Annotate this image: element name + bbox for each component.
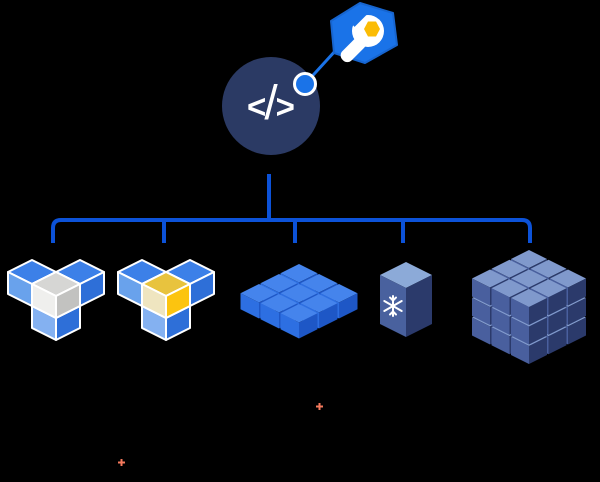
cube-face bbox=[568, 317, 586, 345]
code-bracket-close: > bbox=[275, 87, 295, 125]
box-side-face bbox=[406, 275, 432, 337]
cube-face bbox=[491, 327, 510, 355]
cube-face bbox=[491, 288, 510, 316]
cube-face bbox=[511, 298, 529, 325]
cube-center-gold bbox=[141, 271, 191, 319]
cube-face bbox=[548, 327, 567, 355]
sparkle-icon bbox=[316, 403, 323, 410]
tree-horizontal-line bbox=[51, 218, 532, 243]
cube-face bbox=[529, 317, 547, 345]
cube-face bbox=[472, 278, 490, 306]
cube-face bbox=[280, 313, 299, 339]
cube-face bbox=[472, 317, 490, 345]
cube-face bbox=[319, 303, 338, 329]
wrench-icon bbox=[340, 6, 384, 63]
wrench-badge-icon bbox=[330, 2, 398, 64]
three-cubes-gold-core-icon bbox=[117, 259, 215, 341]
cube-face bbox=[299, 313, 318, 339]
code-slash: / bbox=[264, 77, 278, 130]
snowflake-icon bbox=[383, 295, 403, 317]
nine-cube-grid-icon bbox=[240, 264, 358, 339]
code-bracket-open: < bbox=[247, 87, 267, 125]
snowflake-box-icon bbox=[380, 262, 432, 337]
cube-face bbox=[529, 337, 547, 364]
cube-face bbox=[260, 303, 279, 329]
cube-face bbox=[339, 293, 358, 319]
cube-face bbox=[529, 298, 547, 325]
connector-node-dot bbox=[293, 72, 317, 96]
cube-cluster-27-icon bbox=[472, 250, 586, 364]
cube-face bbox=[240, 293, 259, 319]
nut-icon bbox=[364, 21, 380, 37]
cube-face bbox=[511, 317, 529, 345]
cube-face bbox=[511, 337, 529, 364]
cube-face bbox=[568, 278, 586, 306]
cube-face bbox=[548, 307, 567, 335]
root-code-node: < / > bbox=[222, 57, 320, 155]
cube-face bbox=[491, 307, 510, 335]
cube-face bbox=[568, 298, 586, 325]
cube-face bbox=[472, 298, 490, 325]
sparkle-icon bbox=[118, 459, 125, 466]
cube-face bbox=[548, 288, 567, 316]
cube-center-silver bbox=[31, 271, 81, 319]
three-cubes-silver-core-icon bbox=[7, 259, 105, 341]
